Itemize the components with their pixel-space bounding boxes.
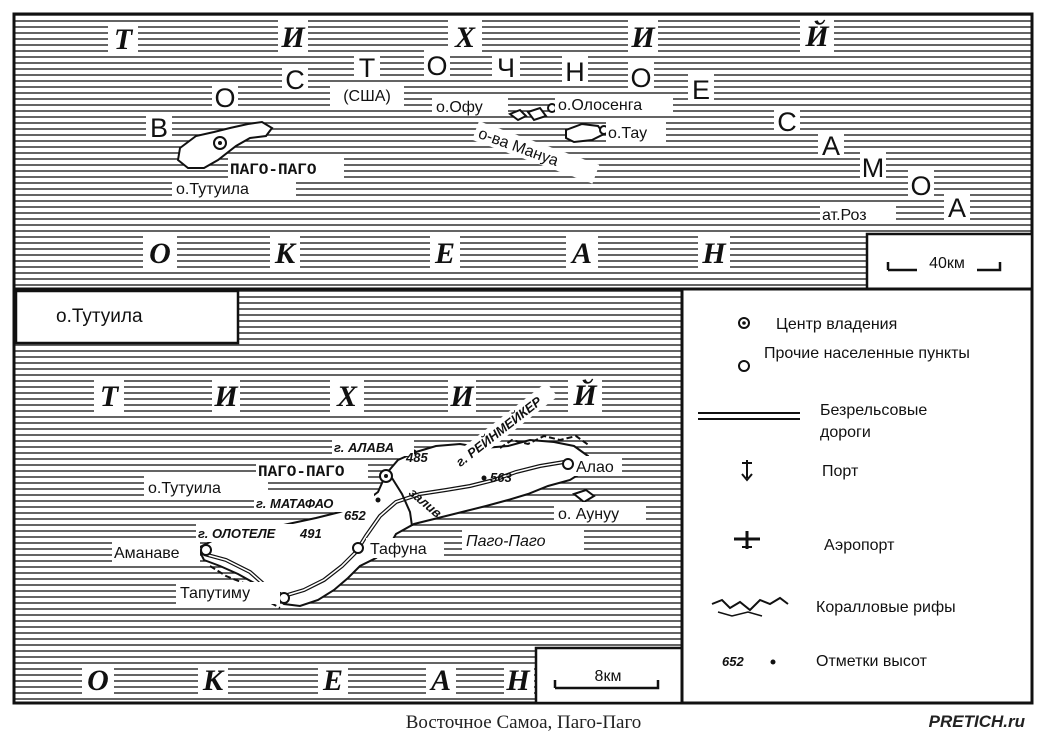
- sea-letter: С: [285, 65, 305, 95]
- sea-letter: О: [630, 63, 651, 93]
- sea-letter: М: [862, 153, 885, 183]
- sea-letter: В: [150, 113, 168, 143]
- top-tutuila-label: о.Тутуила: [176, 181, 249, 198]
- port-icon: [741, 460, 753, 482]
- top-tutuila-island: [176, 120, 274, 169]
- ocean-letter: О: [149, 237, 171, 270]
- alava-elevation: 485: [405, 450, 428, 465]
- ocean-letter: Х: [454, 21, 476, 54]
- legend: Центр владения Прочие населенные пункты …: [680, 287, 1034, 705]
- olosega-label: о.Олосенга: [558, 97, 642, 114]
- manua-islands: [507, 103, 609, 144]
- ocean-letter: И: [630, 21, 656, 54]
- elevation-mark-icon: [375, 497, 381, 503]
- settlement-marker-icon: [352, 542, 364, 554]
- bottom-ocean-name-top: Т И Х И Й: [94, 378, 602, 414]
- alava-label: г. АЛАВА: [334, 440, 394, 455]
- ocean-letter: К: [202, 664, 225, 697]
- pago-bay-label: Паго-Паго: [466, 533, 546, 550]
- tau-label: о.Тау: [608, 125, 647, 142]
- bottom-scale-bar: [553, 680, 660, 690]
- olotele-label: г. ОЛОТЕЛЕ: [198, 526, 276, 541]
- tafuna-label: Тафуна: [370, 541, 427, 558]
- sea-letter: О: [214, 83, 235, 113]
- ocean-letter: А: [429, 664, 451, 697]
- tutuila-label: о.Тутуила: [148, 480, 221, 497]
- legend-settlement-label: Прочие населенные пункты: [764, 345, 970, 362]
- map-caption: Восточное Самоа, Паго-Паго: [405, 712, 642, 733]
- ocean-letter: Н: [505, 664, 531, 697]
- ocean-letter: А: [570, 237, 592, 270]
- ofu-label: о.Офу: [436, 99, 483, 116]
- ocean-letter: И: [213, 380, 239, 413]
- sea-letter: Ч: [497, 53, 515, 83]
- aunuu-label: о. Аунуу: [558, 506, 619, 523]
- usa-label: (США): [343, 88, 391, 105]
- legend-airport-label: Аэропорт: [824, 537, 895, 554]
- bottom-scale-label: 8км: [595, 668, 622, 685]
- sea-letter: Н: [565, 57, 585, 87]
- inset-title: о.Тутуила: [56, 306, 143, 327]
- sea-letter: А: [948, 193, 966, 223]
- amanave-label: Аманаве: [114, 545, 180, 562]
- ocean-letter: Х: [336, 380, 358, 413]
- airport-icon: [734, 531, 760, 549]
- ocean-letter: И: [449, 380, 475, 413]
- settlement-marker-icon: [562, 458, 574, 470]
- settlement-marker-icon: [547, 103, 557, 113]
- ocean-letter: Й: [572, 378, 598, 412]
- sea-letter: Е: [692, 75, 710, 105]
- ocean-letter: Е: [322, 664, 343, 697]
- top-pago-label: ПАГО-ПАГО: [230, 161, 317, 179]
- ocean-letter: Е: [434, 237, 455, 270]
- legend-elevation-label: Отметки высот: [816, 653, 928, 670]
- sea-letter: Т: [359, 53, 376, 83]
- elevation-mark-icon: [481, 475, 487, 481]
- ocean-letter: Т: [100, 380, 120, 413]
- h563-label: 563: [490, 470, 512, 485]
- ocean-letter: И: [280, 21, 306, 54]
- sea-letter: О: [910, 171, 931, 201]
- sea-name-letters: В О С Т О Ч Н О Е С А М О А: [146, 50, 970, 223]
- settlement-marker-icon: [738, 360, 750, 372]
- matafao-label: г. МАТАФАО: [256, 496, 333, 511]
- site-brand: PRETICH.ru: [928, 712, 1025, 731]
- legend-capital-label: Центр владения: [776, 316, 897, 333]
- sea-letter: С: [777, 107, 797, 137]
- bottom-map: о.Тутуила 8км Т И Х И Й О К Е: [12, 287, 684, 705]
- pago-label: ПАГО-ПАГО: [258, 463, 345, 481]
- top-ocean-name-bottom: О К Е А Н: [143, 236, 730, 270]
- legend-frame: [680, 287, 1034, 705]
- elevation-mark-icon: [770, 659, 776, 665]
- legend-reef-label: Коралловые рифы: [816, 599, 956, 616]
- top-scale-label: 40км: [929, 255, 965, 272]
- rose-label: ат.Роз: [822, 207, 867, 224]
- coral-reef-icon: [711, 596, 789, 612]
- sea-letter: О: [426, 51, 447, 81]
- h652-label: 652: [344, 508, 366, 523]
- top-map: 40км Т И Х И Й О К Е А Н: [12, 12, 1034, 291]
- ocean-letter: Й: [804, 19, 830, 53]
- legend-elevation-sample: 652: [722, 654, 744, 669]
- sea-letter: А: [822, 131, 840, 161]
- alao-label: Алао: [576, 459, 614, 476]
- top-ocean-name-top: Т И Х И Й: [108, 18, 834, 56]
- ocean-letter: Н: [701, 237, 727, 270]
- ocean-letter: К: [274, 237, 297, 270]
- h491-label: 491: [299, 526, 322, 541]
- ocean-letter: Т: [114, 23, 134, 56]
- taputimu-label: Тапутиму: [180, 585, 250, 602]
- legend-port-label: Порт: [822, 463, 859, 480]
- settlement-marker-icon: [278, 592, 290, 604]
- inset-title-box: [14, 289, 240, 345]
- settlement-marker-icon: [200, 544, 212, 556]
- legend-road-label: Безрельсовые дороги: [820, 402, 928, 441]
- bottom-ocean-name-bottom: О К Е А Н: [82, 664, 534, 698]
- ocean-letter: О: [87, 664, 109, 697]
